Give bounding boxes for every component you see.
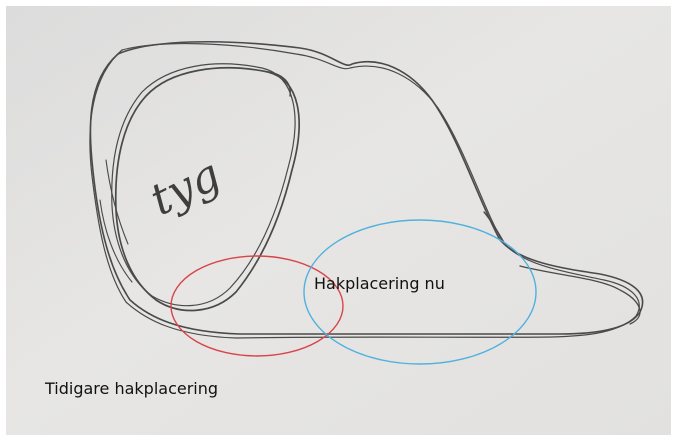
current-placement-label: Hakplacering nu [314, 274, 445, 293]
previous-placement-label: Tidigare hakplacering [45, 379, 218, 398]
